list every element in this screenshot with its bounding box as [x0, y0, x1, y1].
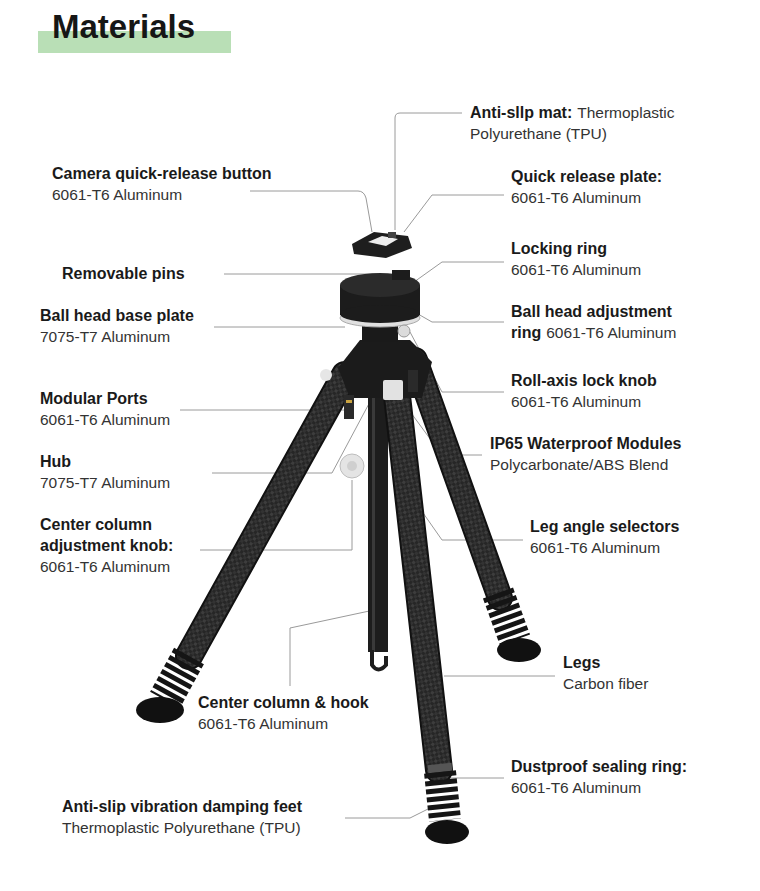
- part-name: Modular Ports: [40, 388, 170, 409]
- callout: Anti-slip vibration damping feetThermopl…: [62, 796, 302, 838]
- callout: Removable pins: [62, 263, 185, 284]
- part-name: Center column adjustment knob:: [40, 514, 190, 556]
- material-name: 6061-T6 Aluminum: [511, 391, 657, 412]
- callout: Anti-sllp mat:Thermoplastic Polyurethane…: [470, 102, 730, 144]
- material-name: Polycarbonate/ABS Blend: [490, 454, 681, 475]
- callout: Ball head adjustment ring6061-T6 Aluminu…: [511, 301, 701, 343]
- material-name: Thermoplastic Polyurethane (TPU): [62, 817, 302, 838]
- page-title: Materials: [52, 8, 195, 46]
- callout: LegsCarbon fiber: [563, 652, 648, 694]
- material-name: 6061-T6 Aluminum: [546, 324, 676, 341]
- part-name: Dustproof sealing ring:: [511, 756, 687, 777]
- material-name: 6061-T6 Aluminum: [530, 537, 679, 558]
- callout: IP65 Waterproof ModulesPolycarbonate/ABS…: [490, 433, 681, 475]
- part-name: Anti-slip vibration damping feet: [62, 796, 302, 817]
- material-name: Carbon fiber: [563, 673, 648, 694]
- callout: Camera quick-release button6061-T6 Alumi…: [52, 163, 272, 205]
- material-name: 6061-T6 Aluminum: [511, 777, 687, 798]
- callout: Center column adjustment knob:6061-T6 Al…: [40, 514, 190, 577]
- material-name: 6061-T6 Aluminum: [511, 259, 641, 280]
- part-name: Quick release plate:: [511, 166, 662, 187]
- part-name: IP65 Waterproof Modules: [490, 433, 681, 454]
- part-name: Locking ring: [511, 238, 641, 259]
- material-name: 6061-T6 Aluminum: [52, 184, 272, 205]
- material-name: 6061-T6 Aluminum: [198, 713, 369, 734]
- material-name: 6061-T6 Aluminum: [511, 187, 662, 208]
- material-name: 6061-T6 Aluminum: [40, 409, 170, 430]
- material-name: 6061-T6 Aluminum: [40, 556, 190, 577]
- callout: Roll-axis lock knob6061-T6 Aluminum: [511, 370, 657, 412]
- part-name: Roll-axis lock knob: [511, 370, 657, 391]
- callout: Dustproof sealing ring:6061-T6 Aluminum: [511, 756, 687, 798]
- callout: Quick release plate:6061-T6 Aluminum: [511, 166, 662, 208]
- material-name: 7075-T7 Aluminum: [40, 472, 170, 493]
- part-name: Removable pins: [62, 263, 185, 284]
- callout: Hub7075-T7 Aluminum: [40, 451, 170, 493]
- callout: Modular Ports6061-T6 Aluminum: [40, 388, 170, 430]
- part-name: Legs: [563, 652, 648, 673]
- callout: Leg angle selectors6061-T6 Aluminum: [530, 516, 679, 558]
- part-name: Leg angle selectors: [530, 516, 679, 537]
- part-name: Camera quick-release button: [52, 163, 272, 184]
- part-name: Center column & hook: [198, 692, 369, 713]
- part-name: Hub: [40, 451, 170, 472]
- callout: Locking ring6061-T6 Aluminum: [511, 238, 641, 280]
- part-name: Anti-sllp mat:: [470, 104, 572, 121]
- callout: Ball head base plate7075-T7 Aluminum: [40, 305, 194, 347]
- part-name: Ball head base plate: [40, 305, 194, 326]
- material-name: 7075-T7 Aluminum: [40, 326, 194, 347]
- callout: Center column & hook6061-T6 Aluminum: [198, 692, 369, 734]
